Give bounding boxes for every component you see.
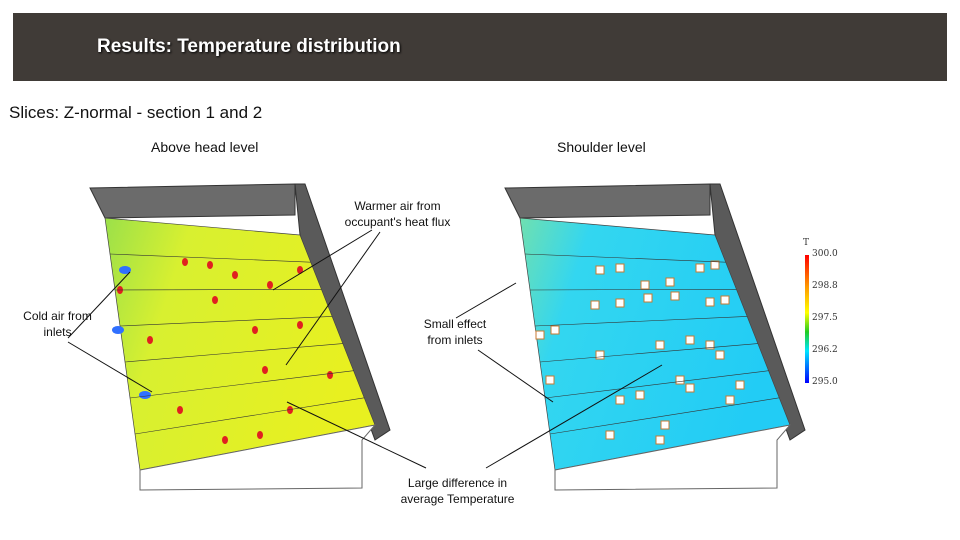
occupant-cube <box>615 395 625 405</box>
colorbar-tick: 296.2 <box>812 345 838 355</box>
hot-spot <box>207 261 213 269</box>
annotation-line: Large difference in <box>407 476 508 490</box>
annotation-warmer-air: Warmer air from occupant's heat flux <box>340 198 455 230</box>
occupant-cube <box>595 265 605 275</box>
occupant-cube <box>670 291 680 301</box>
occupant-cube <box>595 350 605 360</box>
annotation-arrows <box>67 229 663 469</box>
occupant-cube <box>735 380 745 390</box>
occupant-cube <box>655 340 665 350</box>
annotation-line: average Temperature <box>400 492 515 506</box>
occupant-cube <box>590 300 600 310</box>
occupant-cube <box>550 325 560 335</box>
section-line <box>134 397 365 435</box>
section-line <box>114 288 322 291</box>
annotation-line: inlets <box>43 325 72 339</box>
slide-title: Results: Temperature distribution <box>97 36 401 57</box>
left-slice-render <box>89 183 391 491</box>
section-line <box>119 316 333 327</box>
occupant-cube <box>705 340 715 350</box>
slide-subtitle: Slices: Z-normal - section 1 and 2 <box>9 103 263 122</box>
hot-spot <box>232 271 238 279</box>
hot-spot <box>252 326 258 334</box>
hot-spot <box>222 436 228 444</box>
occupant-cube <box>605 430 615 440</box>
annotation-small-effect: Small effect from inlets <box>410 316 500 348</box>
occupant-cube <box>665 277 675 287</box>
occupant-cube <box>640 280 650 290</box>
occupant-cube <box>705 297 715 307</box>
left-panel-caption: Above head level <box>151 139 259 155</box>
section-lines <box>109 253 365 435</box>
occupant-cubes <box>535 260 745 445</box>
right-panel-caption: Shoulder level <box>557 139 646 155</box>
hot-spot <box>327 371 333 379</box>
section-line <box>129 370 354 399</box>
annotation-large-difference: Large difference in average Temperature <box>390 475 525 507</box>
annotation-line: Warmer air from <box>354 199 441 213</box>
occupant-cube <box>615 263 625 273</box>
section-line <box>529 288 737 291</box>
hot-spot <box>147 336 153 344</box>
hot-spot <box>177 406 183 414</box>
occupant-cube <box>643 293 653 303</box>
occupant-cube <box>635 390 645 400</box>
annotation-cold-air: Cold air from inlets <box>10 308 105 340</box>
hot-spot <box>257 431 263 439</box>
hot-spot <box>212 296 218 304</box>
section-lines <box>524 253 780 435</box>
cold-spot <box>139 391 151 399</box>
title-banner: Results: Temperature distribution <box>13 13 947 81</box>
colorbar-tick: 300.0 <box>812 249 838 259</box>
annotation-line: Small effect <box>423 317 487 331</box>
hot-spot <box>287 406 293 414</box>
occupant-cube <box>720 295 730 305</box>
hot-spots <box>112 258 333 444</box>
colorbar <box>805 255 809 383</box>
annotation-line: Cold air from <box>23 309 92 323</box>
section-line <box>524 253 726 263</box>
occupant-cube <box>715 350 725 360</box>
occupant-cube <box>615 298 625 308</box>
hot-spot <box>297 266 303 274</box>
section-line <box>534 316 748 327</box>
cold-spot <box>119 266 131 274</box>
section-line <box>539 343 758 363</box>
occupant-cube <box>675 375 685 385</box>
annotation-line: occupant's heat flux <box>344 215 451 229</box>
occupant-cube <box>685 335 695 345</box>
section-line <box>544 370 769 399</box>
colorbar-tick: 295.0 <box>812 377 838 387</box>
occupant-cube <box>685 383 695 393</box>
annotation-line: from inlets <box>427 333 483 347</box>
occupant-cube <box>655 435 665 445</box>
hot-spot <box>182 258 188 266</box>
occupant-cube <box>710 260 720 270</box>
hot-spot <box>267 281 273 289</box>
section-line <box>549 397 780 435</box>
colorbar-tick: 297.5 <box>812 313 838 323</box>
section-line <box>109 253 311 263</box>
occupant-cube <box>535 330 545 340</box>
colorbar-title: T <box>803 238 810 248</box>
hot-spot <box>262 366 268 374</box>
hot-spot <box>297 321 303 329</box>
section-line <box>124 343 343 363</box>
occupant-cube <box>660 420 670 430</box>
occupant-cube <box>695 263 705 273</box>
cold-spot <box>112 326 124 334</box>
colorbar-tick: 298.8 <box>812 281 838 291</box>
occupant-cube <box>545 375 555 385</box>
occupant-cube <box>725 395 735 405</box>
right-slice-render <box>504 183 806 491</box>
